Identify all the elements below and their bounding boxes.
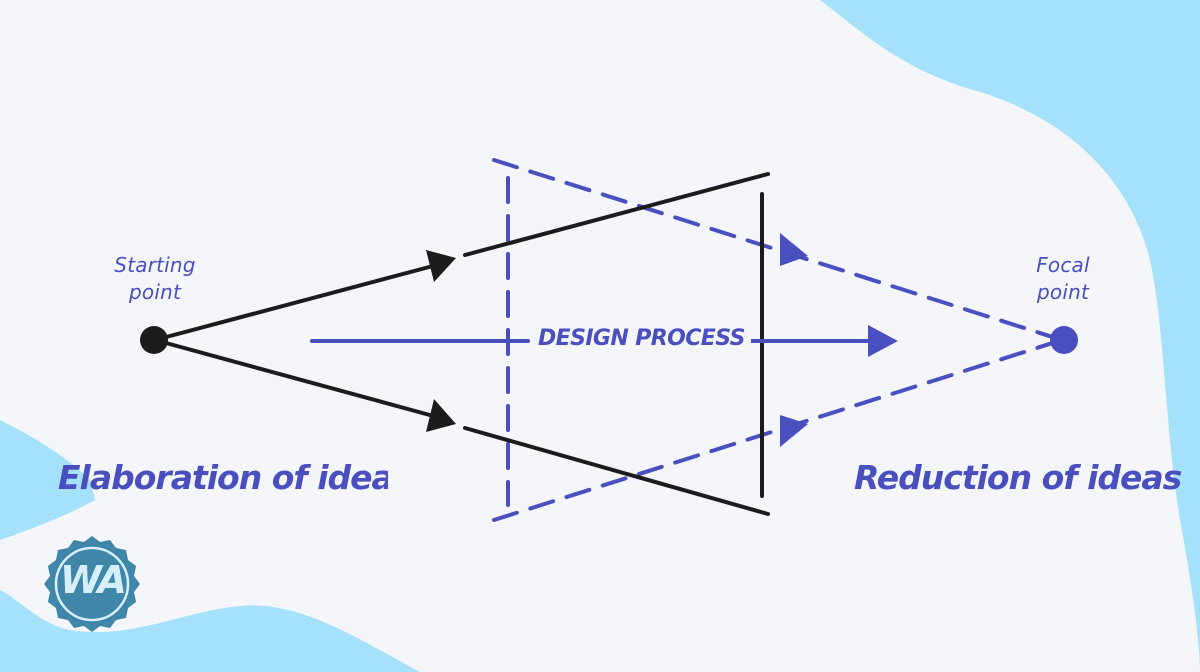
corner-wave [0,420,95,540]
dashed-top-arrow-icon [780,233,808,266]
design-process-label: DESIGN PROCESS [532,326,751,351]
elaboration-label: Elaboration of ideas [58,458,388,497]
upper-diverging-line [153,260,450,342]
starting-point-dot [140,326,168,354]
elaboration-lines [153,172,770,516]
dashed-top-edge [492,158,1064,342]
lower-arrow-icon [426,399,456,432]
starting-point-label: Starting point [114,253,196,304]
badge-text: WA [60,558,127,602]
upper-extension-line [463,172,770,257]
dashed-bottom-edge [492,338,1064,522]
dashed-bottom-arrow-icon [780,415,808,447]
lower-extension-line [463,426,770,516]
focal-point-label: Focal point [1036,253,1090,304]
upper-arrow-icon [426,250,456,282]
wa-badge-icon: WA [36,528,148,640]
badge-seal-shape [44,536,140,632]
lower-diverging-line [153,338,450,422]
process-arrowhead-icon [868,325,898,357]
elaboration-text: Elaboration of ideas [58,458,388,497]
reduction-label: Reduction of ideas [854,458,1182,497]
focal-point-dot [1050,326,1078,354]
